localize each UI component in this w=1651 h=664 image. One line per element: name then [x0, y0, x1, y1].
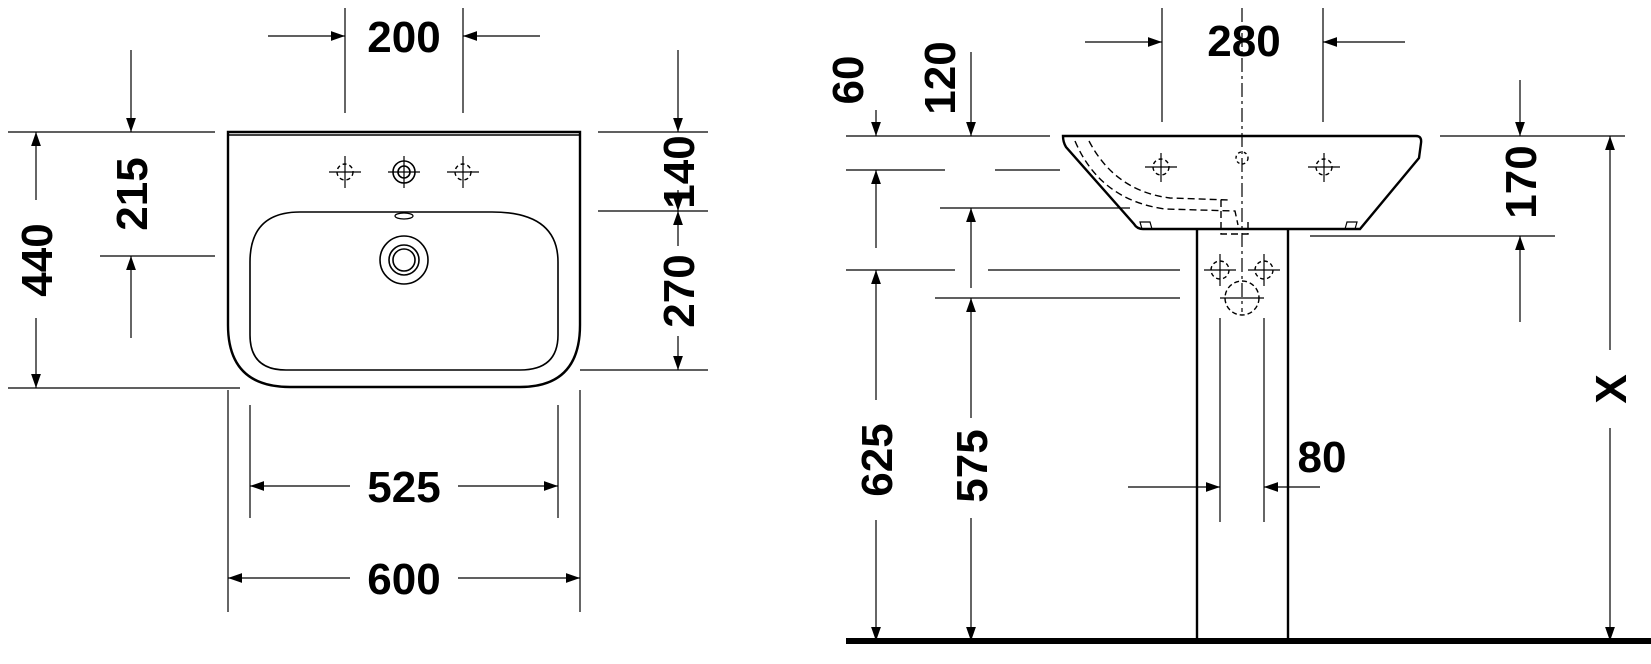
- tap-hole-center-icon: [388, 156, 420, 188]
- dim-625-label: 625: [853, 423, 902, 496]
- dim-200: 200: [268, 13, 540, 62]
- dim-440-label: 440: [13, 223, 62, 296]
- dim-60-label: 60: [824, 56, 873, 105]
- dim-280: 280: [1085, 17, 1405, 66]
- pedestal: [1195, 229, 1290, 640]
- dim-625: 625: [853, 270, 902, 641]
- dim-270-label: 270: [655, 254, 704, 327]
- dim-200-label: 200: [367, 13, 440, 62]
- top-view: 200 215 440 140 270 525: [8, 8, 708, 612]
- basin-profile: [1061, 134, 1423, 231]
- drain-icon: [379, 235, 429, 285]
- dim-x-label: X: [1587, 374, 1636, 403]
- dim-120: 120: [916, 41, 976, 288]
- dim-270: 270: [655, 211, 704, 370]
- dim-525-label: 525: [367, 463, 440, 512]
- dim-215-label: 215: [108, 157, 157, 230]
- dim-80: 80: [1128, 433, 1347, 492]
- overflow-slot: [394, 212, 414, 220]
- side-view: 280 60 120 170 625 575: [824, 8, 1651, 644]
- bowl-outline: [249, 211, 559, 371]
- dim-80-label: 80: [1298, 433, 1347, 482]
- dim-215: 215: [108, 50, 157, 338]
- dim-170-label: 170: [1497, 145, 1546, 218]
- dim-600: 600: [228, 555, 580, 604]
- dim-140: 140: [655, 50, 704, 211]
- dim-575-label: 575: [948, 429, 997, 502]
- tap-hole-left-icon: [329, 156, 361, 188]
- tap-hole-icon: [1145, 151, 1340, 182]
- dim-60: 60: [824, 56, 881, 248]
- tap-hole-right-icon: [447, 156, 479, 188]
- dim-525: 525: [250, 463, 558, 512]
- basin-outline: [226, 130, 582, 389]
- bowl-section: [1074, 140, 1239, 226]
- dim-x: X: [1587, 136, 1636, 641]
- dim-440: 440: [13, 132, 62, 388]
- dim-575: 575: [948, 298, 997, 641]
- dim-280-label: 280: [1207, 17, 1280, 66]
- dim-600-label: 600: [367, 555, 440, 604]
- dim-170: 170: [1497, 80, 1546, 322]
- dim-140-label: 140: [655, 135, 704, 208]
- dim-120-label: 120: [916, 41, 965, 114]
- connection-holes-icon: [1204, 254, 1280, 316]
